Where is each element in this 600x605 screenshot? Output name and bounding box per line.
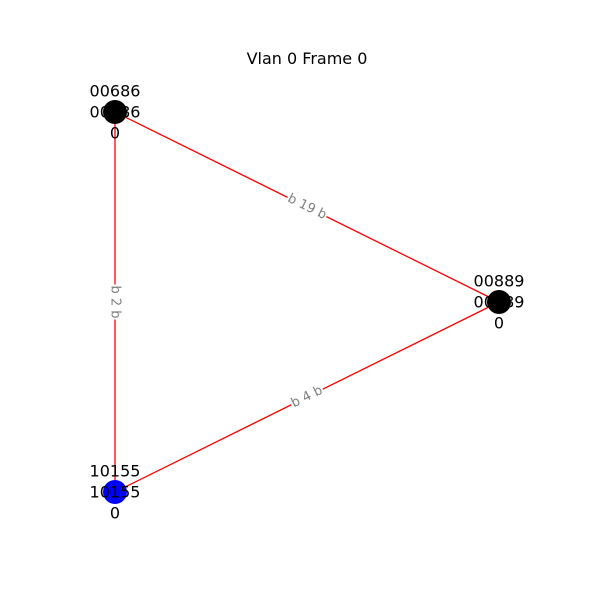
edge-label-background xyxy=(288,384,326,410)
edge-label-text: b 4 b xyxy=(289,383,325,411)
edge-label-00686-10155: b 2 b xyxy=(108,284,123,320)
node-label-line: 00686 xyxy=(90,82,141,101)
edge-label-background xyxy=(285,192,329,222)
node-label-line: 00889 xyxy=(474,272,525,291)
node-label-line: 00889 xyxy=(474,293,525,312)
node-marker xyxy=(103,100,127,124)
node-label-line: 0 xyxy=(110,124,120,143)
graph-title: Vlan 0 Frame 0 xyxy=(247,49,368,68)
edges-layer xyxy=(114,111,500,493)
node-label-line: 0 xyxy=(110,504,120,523)
node-label-line: 00686 xyxy=(90,103,141,122)
nodes-layer: 00686 00686 0 00889 00889 0 10155 10155 0 xyxy=(90,82,525,523)
node-label-line: 0 xyxy=(494,314,504,333)
node-00889: 00889 00889 0 xyxy=(474,272,525,333)
edge-labels-layer: b 19 b b 2 b b 4 b xyxy=(108,191,329,411)
edge-label-00686-00889: b 19 b xyxy=(285,191,329,223)
node-marker xyxy=(487,290,511,314)
node-marker xyxy=(103,480,127,504)
node-00686: 00686 00686 0 xyxy=(90,82,141,143)
edge-label-background xyxy=(109,284,121,320)
edge-label-text: b 19 b xyxy=(285,191,329,223)
node-label-line: 10155 xyxy=(90,462,141,481)
edge-label-10155-00889: b 4 b xyxy=(288,383,326,411)
edge-label-text: b 2 b xyxy=(108,285,123,318)
node-label-line: 10155 xyxy=(90,483,141,502)
node-10155: 10155 10155 0 xyxy=(90,462,141,523)
